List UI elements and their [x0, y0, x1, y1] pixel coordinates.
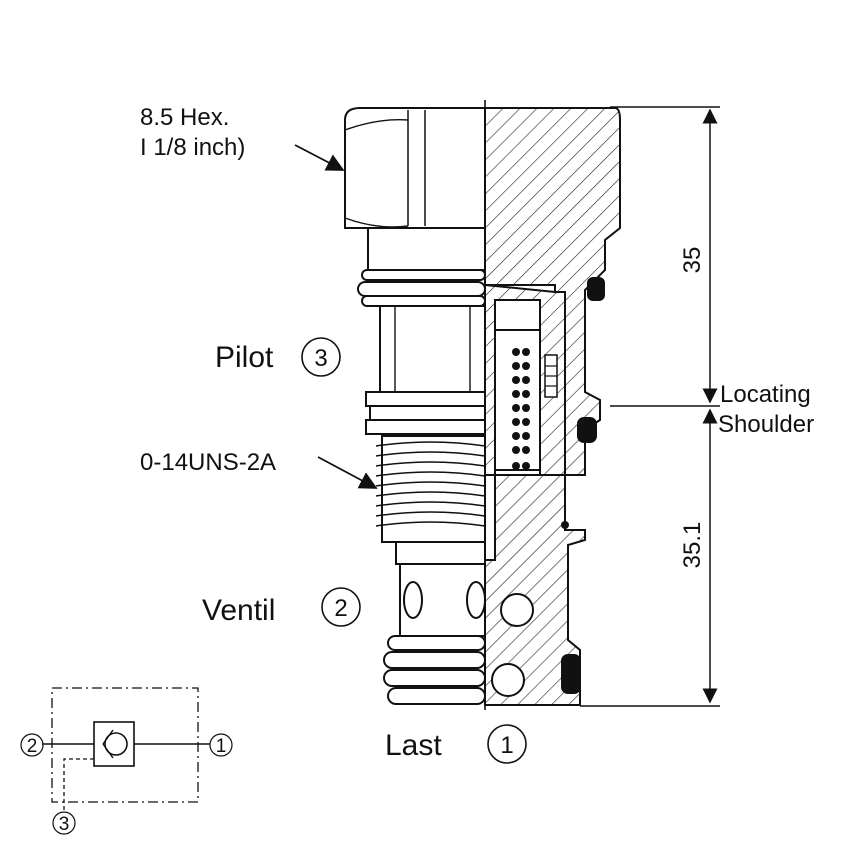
- pilot-port-circle: [301, 337, 341, 377]
- ventil-port-number: 2: [334, 595, 347, 622]
- last-label: Last: [385, 729, 442, 762]
- dimension-lines: [580, 106, 720, 707]
- pilot-port-number: 3: [314, 345, 327, 372]
- hydraulic-symbol: 2 1 3: [20, 687, 233, 835]
- valve-exterior: [344, 107, 486, 705]
- leader-lines: [294, 144, 378, 489]
- symbol-port-left-circle: [20, 733, 44, 757]
- ventil-label: Ventil: [202, 594, 275, 627]
- dimension-lower: 35.1: [679, 522, 706, 569]
- symbol-port-bottom: 3: [59, 814, 70, 835]
- ventil-port-circle: [321, 587, 361, 627]
- symbol-port-bottom-circle: [52, 811, 76, 835]
- symbol-port-right-circle: [209, 733, 233, 757]
- locating-label-line1: Locating: [720, 381, 811, 408]
- valve-section: [484, 100, 621, 710]
- pilot-label: Pilot: [215, 341, 274, 374]
- check-valve-box: [93, 721, 135, 767]
- dimension-upper: 35: [679, 247, 706, 274]
- last-port-circle: [487, 724, 527, 764]
- hex-label-line2: I 1/8 inch): [140, 134, 245, 161]
- symbol-port-right: 1: [216, 736, 227, 757]
- check-valve-ball: [104, 732, 128, 756]
- thread-label: 0-14UNS-2A: [140, 449, 276, 476]
- symbol-port-left: 2: [27, 736, 38, 757]
- last-port-number: 1: [500, 732, 513, 759]
- locating-label-line2: Shoulder: [718, 411, 814, 438]
- hex-label-line1: 8.5 Hex.: [140, 104, 229, 131]
